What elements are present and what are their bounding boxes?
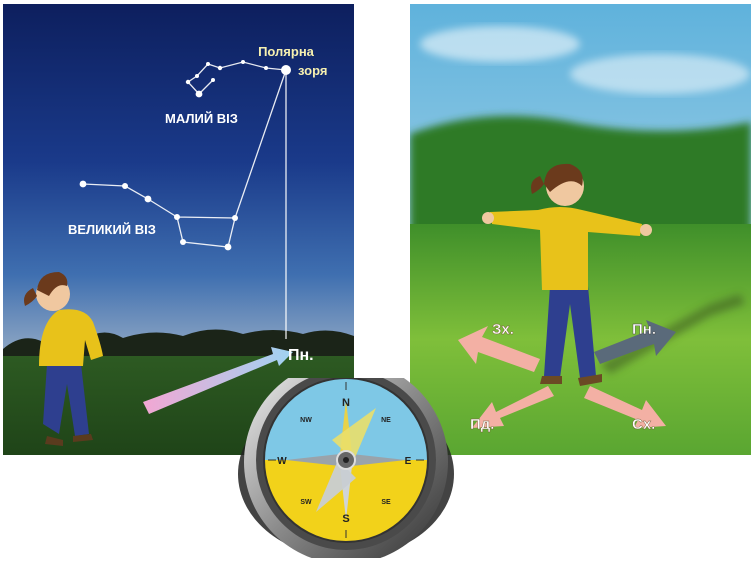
little-dipper-label: МАЛИЙ ВІЗ: [165, 111, 238, 126]
compass-letter-sw: SW: [300, 499, 312, 506]
direction-arrows: [458, 320, 676, 428]
north-label: Пн.: [632, 321, 656, 338]
day-meadow-illustration: Зх. Пн. Пд. Сх.: [410, 4, 751, 455]
polaris-label-line2: зоря: [298, 63, 327, 78]
south-label: Пд.: [470, 416, 494, 433]
child-looking-up: [24, 272, 103, 446]
compass-letter-ne: NE: [381, 417, 391, 424]
compass-letter-se: SE: [381, 499, 391, 506]
night-sky-illustration: Полярна зоря МАЛИЙ ВІЗ ВЕЛИКИЙ ВІЗ Пн.: [3, 4, 354, 455]
day-meadow-svg: Зх. Пн. Пд. Сх.: [410, 4, 751, 455]
west-label: Зх.: [492, 321, 514, 338]
compass-letter-s: S: [342, 513, 349, 525]
east-arrow: [584, 386, 666, 428]
north-direction-arrow: [143, 347, 293, 414]
star-markers: [79, 60, 291, 251]
compass-svg: N S E W NE NW SE SW: [238, 360, 454, 563]
compass-letter-w: W: [277, 456, 287, 467]
compass-letter-e: E: [405, 456, 412, 467]
big-dipper-label: ВЕЛИКИЙ ВІЗ: [68, 222, 156, 237]
south-arrow: [472, 386, 554, 428]
child-arms-out: [482, 163, 652, 386]
compass: N S E W NE NW SE SW: [236, 360, 456, 563]
west-arrow: [458, 326, 540, 372]
compass-letter-nw: NW: [300, 417, 312, 424]
night-sky-svg: Полярна зоря МАЛИЙ ВІЗ ВЕЛИКИЙ ВІЗ Пн.: [3, 4, 354, 455]
north-arrow: [594, 320, 676, 364]
east-label: Сх.: [632, 416, 655, 433]
polaris-label-line1: Полярна: [258, 44, 315, 59]
compass-letter-n: N: [342, 397, 350, 409]
north-arrow-label: Пн.: [288, 347, 314, 364]
